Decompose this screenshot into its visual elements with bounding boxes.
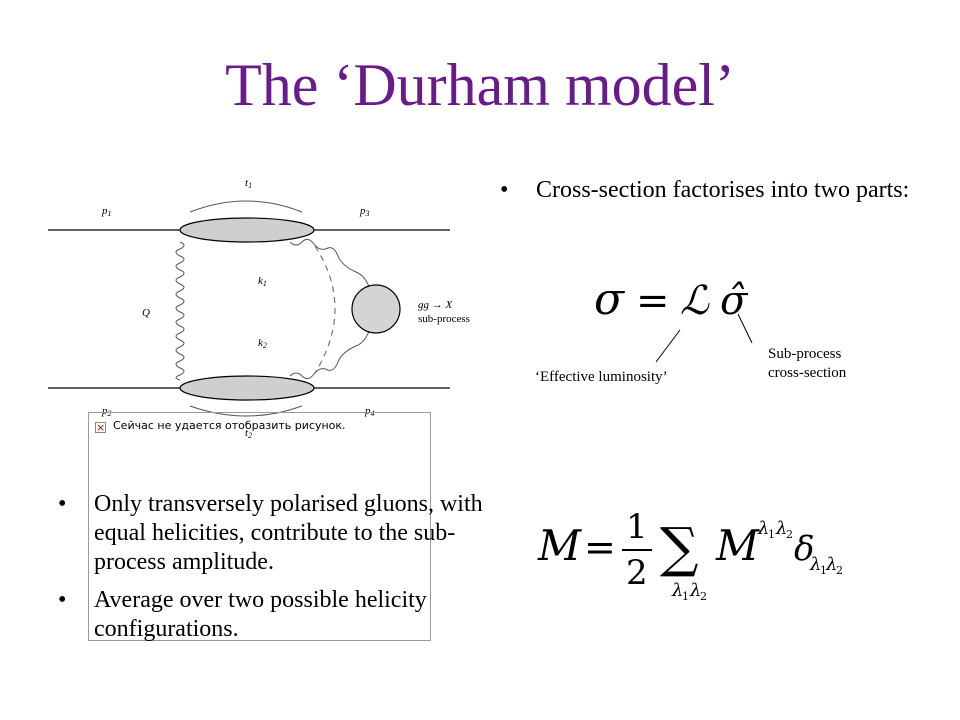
gluon-Q-coil <box>175 241 185 381</box>
bullet-average-helicity: Average over two possible helicity confi… <box>58 586 498 644</box>
sum-sub-lambda1: λ <box>671 580 683 601</box>
label-t1: t1 <box>245 177 252 190</box>
durham-diagram: p1 p3 p2 p4 t1 t2 k1 k2 Q gg → X sub-pro… <box>48 177 470 438</box>
arc-t2 <box>189 405 303 417</box>
subprocess-label-line1: Sub-process <box>768 346 842 362</box>
fraction-denominator: 2 <box>626 553 648 593</box>
delta-sub-1: 1 <box>820 564 827 577</box>
subprocess-label: Sub-process cross-section <box>768 345 846 383</box>
label-process: gg → X <box>418 299 454 311</box>
delta-sub-lambda2: λ <box>825 554 837 575</box>
sup-lambda1: λ <box>757 518 769 539</box>
label-Q: Q <box>142 307 150 319</box>
bullet-factorises: Cross-section factorises into two parts: <box>500 176 920 205</box>
summation-sign: ∑ <box>660 516 699 579</box>
arc-t1 <box>189 200 303 213</box>
bottom-blob <box>179 375 315 401</box>
label-p3: p3 <box>359 205 370 218</box>
bullet-polarised-gluons: Only transversely polarised gluons, with… <box>58 490 498 576</box>
equals-sign: = <box>636 278 670 324</box>
M-rhs: M <box>715 521 760 570</box>
label-t2: t2 <box>245 427 252 438</box>
sum-sub-lambda2: λ <box>689 580 701 601</box>
sup-lambda2: λ <box>775 518 787 539</box>
delta-sub-2: 2 <box>836 564 843 577</box>
broken-image-icon: × <box>95 421 106 434</box>
subprocess-blob <box>351 284 401 334</box>
sigma-hat-symbol: σ̂ <box>720 278 749 324</box>
top-blob <box>179 217 315 243</box>
sup-2: 2 <box>786 528 793 541</box>
slide-title: The ‘Durham model’ <box>225 52 735 118</box>
right-bullet-list: Cross-section factorises into two parts: <box>500 176 920 205</box>
delta-symbol: δ <box>794 529 814 569</box>
broken-image-text: Сейчас не удается отобразить рисунок. <box>113 419 346 432</box>
luminosity-label: ‘Effective luminosity’ <box>535 369 668 385</box>
sigma-symbol: σ <box>594 274 626 325</box>
M-lhs: M <box>537 521 582 570</box>
label-subprocess: sub-process <box>418 313 470 325</box>
label-p2: p2 <box>101 405 112 418</box>
sup-1: 1 <box>768 528 775 541</box>
dashed-cut <box>314 245 336 374</box>
luminosity-symbol: ℒ <box>680 278 710 324</box>
subprocess-label-line2: cross-section <box>768 364 847 381</box>
sum-sub-1: 1 <box>682 590 689 603</box>
label-k1: k1 <box>258 275 267 288</box>
M-equals: = <box>584 525 616 569</box>
fraction-numerator: 1 <box>626 507 648 547</box>
label-p4: p4 <box>364 405 375 418</box>
label-k2: k2 <box>258 337 267 350</box>
left-bullet-list: Only transversely polarised gluons, with… <box>58 490 498 654</box>
sigma-formula: σ = ℒ σ̂ <box>594 274 749 325</box>
pointer-luminosity <box>655 329 681 363</box>
label-p1: p1 <box>101 205 112 218</box>
delta-sub-lambda1: λ <box>809 554 821 575</box>
sum-sub-2: 2 <box>700 590 707 603</box>
amplitude-formula: M = 1 2 ∑ λ 1 λ 2 M λ 1 λ 2 δ λ 1 λ 2 <box>537 507 843 603</box>
